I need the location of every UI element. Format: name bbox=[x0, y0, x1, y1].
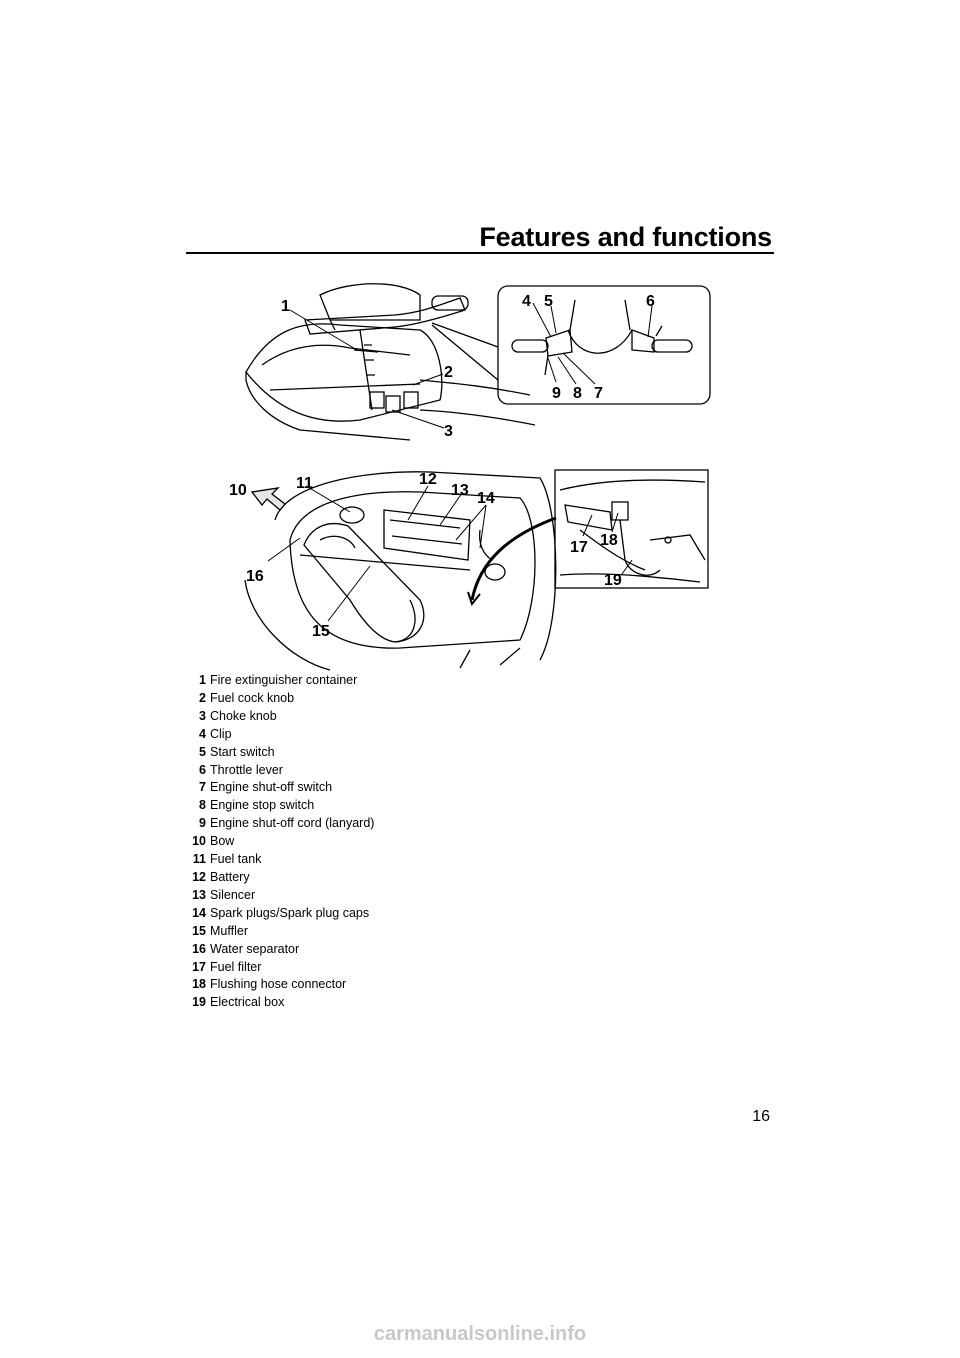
legend-item-number: 13 bbox=[192, 887, 206, 902]
pointer-arrow bbox=[470, 516, 557, 601]
legend-item-number: 19 bbox=[192, 995, 206, 1010]
legend-item: 3 Choke knob bbox=[160, 708, 374, 726]
legend-item-label: Electrical box bbox=[210, 995, 285, 1010]
legend-item-label: Fuel filter bbox=[210, 959, 262, 974]
callout-14: 14 bbox=[477, 490, 495, 507]
callout-12: 12 bbox=[419, 471, 437, 488]
legend-item: 8 Engine stop switch bbox=[160, 797, 374, 815]
legend-item-number: 1 bbox=[199, 673, 206, 687]
callout-7: 7 bbox=[594, 385, 603, 402]
legend-item-number: 8 bbox=[199, 798, 206, 813]
callout-19: 19 bbox=[604, 572, 622, 589]
legend-item: 16 Water separator bbox=[160, 941, 374, 959]
legend-item-label: Clip bbox=[210, 726, 232, 741]
legend-item: 2 Fuel cock knob bbox=[160, 690, 374, 708]
engine-compartment-illustration bbox=[244, 471, 557, 671]
callout-13: 13 bbox=[451, 482, 469, 499]
component-diagram: 1 2 3 4 5 6 7 8 9 10 11 12 13 14 15 16 1… bbox=[229, 283, 711, 671]
legend-item-number: 18 bbox=[192, 977, 206, 992]
legend-item-label: Water separator bbox=[210, 941, 300, 956]
callout-6: 6 bbox=[646, 293, 655, 310]
page-title: Features and functions bbox=[479, 222, 772, 252]
callout-10: 10 bbox=[229, 482, 247, 499]
legend-item-number: 5 bbox=[199, 744, 206, 759]
legend-item: 18 Flushing hose connector bbox=[160, 976, 374, 994]
callout-9: 9 bbox=[552, 385, 561, 402]
legend-item: 6 Throttle lever bbox=[160, 762, 374, 780]
legend-item-number: 3 bbox=[199, 708, 206, 723]
legend-item-label: Engine stop switch bbox=[210, 798, 315, 813]
legend-item-number: 17 bbox=[192, 959, 206, 974]
handlebar-inset-frame bbox=[497, 285, 711, 405]
callout-2: 2 bbox=[444, 364, 453, 381]
fuel-filter-inset-frame bbox=[554, 469, 709, 589]
legend-item-label: Engine shut-off cord (lanyard) bbox=[210, 816, 375, 831]
legend-item-label: Bow bbox=[210, 834, 235, 849]
legend-item: 17 Fuel filter bbox=[160, 959, 374, 977]
legend-item: 4 Clip bbox=[160, 726, 374, 744]
legend-item-number: 6 bbox=[199, 762, 206, 777]
header-rule bbox=[186, 252, 774, 254]
legend-item: 5 Start switch bbox=[160, 744, 374, 762]
legend-item: 12 Battery bbox=[160, 869, 374, 887]
legend-item-label: Silencer bbox=[210, 887, 256, 902]
legend-item-number: 10 bbox=[192, 834, 206, 849]
callout-1: 1 bbox=[281, 298, 290, 315]
fuel-filter-detail bbox=[559, 479, 706, 583]
callout-8: 8 bbox=[573, 385, 582, 402]
legend-item-number: 9 bbox=[199, 816, 206, 831]
handlebar-illustration bbox=[245, 283, 536, 441]
watermark-footer: carmanualsonline.info bbox=[373, 1323, 587, 1345]
callout-16: 16 bbox=[246, 568, 264, 585]
legend-item: 11 Fuel tank bbox=[160, 851, 374, 869]
legend-item-label: Throttle lever bbox=[210, 762, 283, 777]
legend-item-label: Flushing hose connector bbox=[210, 977, 347, 992]
legend-item: 10 Bow bbox=[160, 833, 374, 851]
handlebar-detail bbox=[511, 299, 693, 376]
legend-item: 9 Engine shut-off cord (lanyard) bbox=[160, 815, 374, 833]
callout-3: 3 bbox=[444, 423, 453, 440]
legend-item: 15 Muffler bbox=[160, 923, 374, 941]
legend-item-label: Fuel cock knob bbox=[210, 690, 295, 705]
legend-item: 7 Engine shut-off switch bbox=[160, 779, 374, 797]
legend-item-number: 11 bbox=[192, 852, 206, 867]
legend-item-label: Start switch bbox=[210, 744, 275, 759]
callout-11: 11 bbox=[296, 475, 313, 492]
legend-item: 13 Silencer bbox=[160, 887, 374, 905]
callout-5: 5 bbox=[544, 293, 553, 310]
legend-item-number: 14 bbox=[192, 905, 206, 920]
legend-item-number: 2 bbox=[199, 690, 206, 705]
callout-17: 17 bbox=[570, 539, 588, 556]
legend-item-label: Spark plugs/Spark plug caps bbox=[210, 905, 370, 920]
legend-item-label: Choke knob bbox=[210, 708, 277, 723]
legend-item-number: 12 bbox=[192, 869, 206, 884]
legend-item: 14 Spark plugs/Spark plug caps bbox=[160, 905, 374, 923]
legend-item-label: Battery bbox=[210, 869, 250, 884]
bow-arrow-icon bbox=[250, 487, 286, 511]
legend-item-number: 4 bbox=[199, 726, 206, 741]
legend-item-label: Fire extinguisher container bbox=[210, 673, 358, 687]
legend-item-number: 7 bbox=[199, 780, 206, 795]
callout-15: 15 bbox=[312, 623, 330, 640]
legend-item-number: 16 bbox=[192, 941, 206, 956]
legend-list: 1 Fire extinguisher container 2 Fuel cock k… bbox=[160, 672, 374, 1012]
legend-item: 1 Fire extinguisher container bbox=[160, 672, 374, 690]
callout-4: 4 bbox=[522, 293, 531, 310]
legend-item-number: 15 bbox=[192, 923, 206, 938]
callout-18: 18 bbox=[600, 532, 618, 549]
leader-lines bbox=[267, 302, 653, 622]
legend-item: 19 Electrical box bbox=[160, 994, 374, 1012]
legend-item-label: Fuel tank bbox=[210, 852, 262, 867]
page-number: 16 bbox=[752, 1108, 770, 1125]
legend-item-label: Engine shut-off switch bbox=[210, 780, 333, 795]
callout-numbers: 1 2 3 4 5 6 7 8 9 10 11 12 13 14 15 16 1… bbox=[229, 293, 655, 640]
legend-item-label: Muffler bbox=[210, 923, 248, 938]
